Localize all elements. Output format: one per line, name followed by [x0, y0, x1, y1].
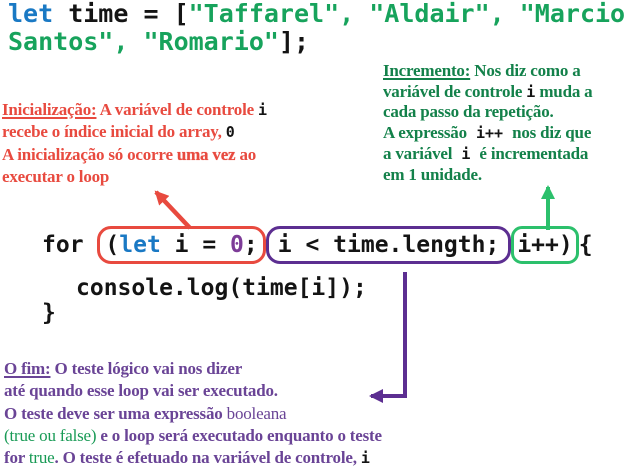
note-text: for [4, 448, 29, 468]
code-line: let time = ["Taffarel", "Aldair", "Marci… [8, 0, 625, 28]
note-text-regular: booleana [226, 403, 287, 423]
inline-code-zero: 0 [225, 123, 235, 142]
note-heading: Incremento: [383, 61, 471, 80]
inline-code-i: i [461, 144, 471, 163]
inline-code-increment: i++ [475, 124, 504, 143]
note-incremento: Incremento: Nos diz como a variável de c… [383, 61, 593, 186]
code-text: ; [243, 232, 258, 258]
note-text: muda a [535, 81, 593, 101]
note-text: até quando esse loop vai ser executado. [4, 381, 278, 401]
code-text: ]; [278, 27, 310, 56]
let-keyword: let [8, 0, 54, 28]
note-text: . O teste é efetuado na variável de cont… [54, 448, 361, 468]
true-value-text: true [28, 448, 55, 468]
code-text: ( [105, 232, 120, 258]
code-text: } [42, 300, 56, 326]
open-brace: { [578, 232, 593, 258]
note-text: cada passo da repetição. [383, 102, 554, 122]
note-text: A expressão [383, 123, 471, 143]
boolean-values-text: (true ou false) [4, 425, 97, 445]
string-literal: "Taffarel", "Aldair", "Marcio [188, 0, 626, 28]
string-literal: Santos", "Romario" [8, 27, 279, 56]
note-text: em 1 unidade. [383, 164, 482, 184]
note-line: executar o loop [2, 166, 267, 188]
note-o-fim: O fim: O teste lógico vai nos dizer até … [4, 358, 382, 469]
init-arrow [154, 190, 192, 230]
note-line: variável de controle i muda a [383, 81, 593, 103]
code-text: i = [160, 232, 231, 258]
note-line: (true ou false) e o loop será executado … [4, 425, 382, 447]
note-text: A variável de controle [96, 100, 259, 119]
note-line: O teste deve ser uma expressão booleana [4, 403, 382, 425]
condition-highlight-box: i < time.length; [265, 226, 512, 264]
note-text-emphasis: uma vez [176, 144, 236, 164]
note-text: O teste lógico vai nos dizer [50, 359, 243, 378]
condition-connector-arrow [369, 272, 407, 403]
note-line: até quando esse loop vai ser executado. [4, 380, 382, 402]
for-statement-code: for (let i = 0; i < time.length; i++){ [42, 226, 593, 264]
code-line: Santos", "Romario"]; [8, 28, 625, 56]
note-text: e o loop será executado enquanto o teste [96, 425, 382, 445]
note-line: Incremento: Nos diz como a [383, 61, 592, 82]
note-line: for true. O teste é efetuado na variável… [4, 447, 382, 469]
code-text: i++) [517, 232, 573, 258]
code-text: i < time.length; [277, 232, 500, 258]
note-text: a variável [383, 143, 457, 163]
note-heading: Inicialização: [2, 100, 97, 119]
note-text: variável de controle [383, 81, 527, 101]
note-text: recebe o índice inicial do array, [2, 122, 226, 142]
inline-code-i: i [526, 82, 536, 101]
number-literal: 0 [230, 232, 244, 258]
inline-code-i: i [360, 449, 370, 468]
note-text: ao [235, 144, 257, 164]
note-text: executar o loop [2, 167, 110, 187]
inline-code-i: i [258, 101, 268, 119]
increment-highlight-box: i++) [511, 226, 579, 264]
note-line: recebe o índice inicial do array, 0 [2, 121, 267, 143]
note-line: cada passo da repetição. [383, 102, 592, 123]
code-text: time = [ [53, 0, 189, 28]
note-text: nos diz que [508, 123, 592, 143]
array-declaration-code: let time = ["Taffarel", "Aldair", "Marci… [8, 0, 625, 56]
note-text: O teste deve ser uma expressão [4, 403, 227, 423]
code-text: console.log(time[i]); [76, 275, 367, 301]
note-text: Nos diz como a [470, 61, 581, 80]
note-inicializacao: Inicialização: A variável de controle i … [2, 99, 267, 189]
init-highlight-box: (let i = 0; [97, 226, 266, 264]
note-line: A expressão i++ nos diz que [383, 123, 592, 144]
note-line: em 1 unidade. [383, 165, 592, 186]
note-line: a variável i é incrementada [383, 144, 592, 165]
let-keyword: let [119, 232, 161, 258]
note-text: é incrementada [475, 143, 589, 163]
note-line: O fim: O teste lógico vai nos dizer [4, 358, 382, 380]
note-line: A inicialização só ocorre uma vez ao [2, 144, 267, 166]
loop-body-code: console.log(time[i]); [76, 275, 367, 301]
note-line: Inicialização: A variável de controle i [2, 99, 267, 121]
closing-brace: } [42, 300, 56, 326]
for-keyword: for [42, 232, 98, 258]
note-heading: O fim: [4, 359, 51, 378]
note-text: A inicialização só ocorre [2, 144, 177, 164]
